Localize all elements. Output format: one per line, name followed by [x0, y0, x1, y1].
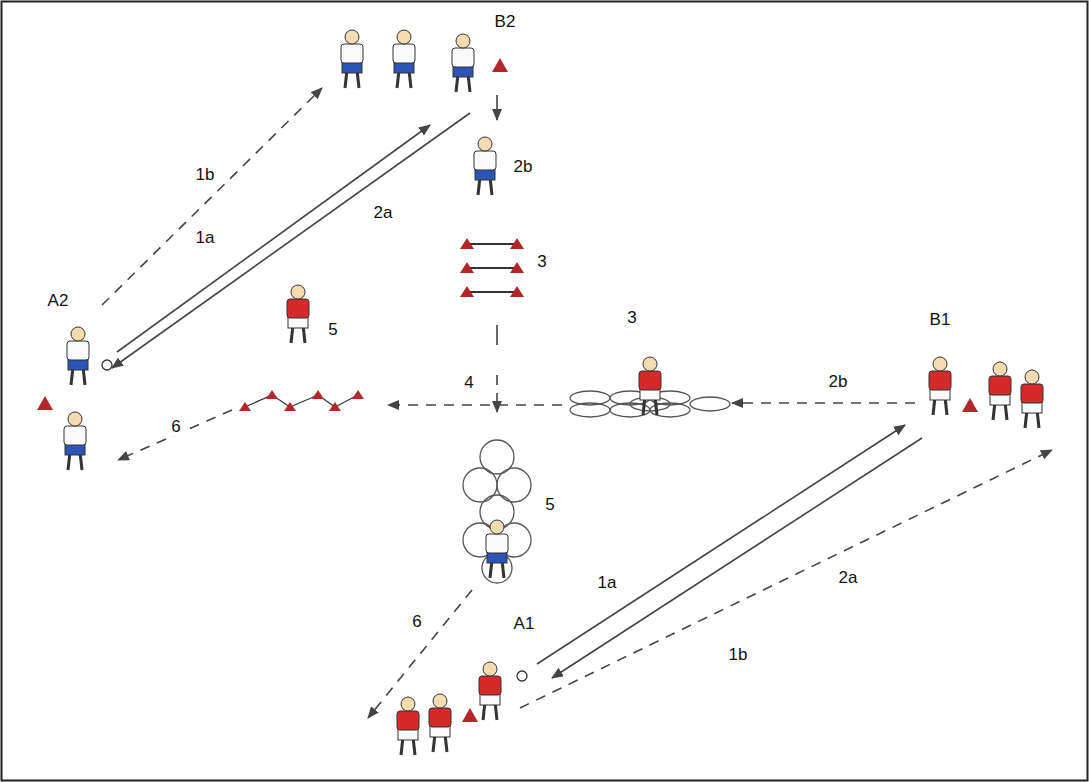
player-figure — [1021, 370, 1043, 428]
player-figure — [474, 137, 496, 195]
player-head — [933, 357, 947, 371]
callout-label: 2a — [372, 204, 395, 222]
player-shirt — [989, 376, 1011, 395]
player-figure — [479, 662, 501, 720]
player-shorts — [65, 444, 85, 455]
player-head — [643, 357, 657, 371]
player-head — [397, 30, 411, 44]
player-shirt — [639, 371, 661, 390]
player-figure — [989, 362, 1011, 420]
callout-label: B1 — [928, 311, 953, 329]
player-shirt — [452, 48, 474, 67]
player-shorts — [394, 62, 414, 73]
player-figure — [287, 285, 309, 343]
player-shorts — [480, 694, 500, 705]
hurdles — [460, 238, 524, 297]
player-shorts — [288, 317, 308, 328]
player-shirt — [929, 371, 951, 390]
player-figure — [393, 30, 415, 88]
callout-label: 1a — [194, 229, 217, 247]
player-shirt — [486, 534, 508, 553]
player-shirt — [397, 711, 419, 730]
player-shorts — [475, 169, 495, 180]
player-figure — [639, 357, 661, 415]
player-shorts — [990, 394, 1010, 405]
player-head — [456, 34, 470, 48]
players — [64, 30, 1043, 755]
callout-label: B2 — [493, 13, 518, 31]
player-head — [1025, 370, 1039, 384]
player-shirt — [67, 341, 89, 360]
player-shorts — [1022, 402, 1042, 413]
run-paths — [102, 88, 1052, 718]
slalom-cones — [239, 390, 364, 411]
player-shirt — [479, 676, 501, 695]
callout-label: 1a — [596, 574, 619, 592]
player-shirt — [287, 299, 309, 318]
callout-label: 1b — [194, 166, 217, 184]
callout-label: A2 — [46, 292, 71, 310]
player-shorts — [342, 62, 362, 73]
player-head — [345, 30, 359, 44]
player-figure — [397, 697, 419, 755]
callout-label: 2b — [827, 373, 850, 391]
player-shirt — [393, 44, 415, 63]
player-head — [401, 697, 415, 711]
player-shirt — [341, 44, 363, 63]
callout-label: 2b — [512, 158, 535, 176]
player-figure — [341, 30, 363, 88]
rings — [463, 440, 531, 583]
player-figure — [452, 34, 474, 92]
player-shorts — [453, 66, 473, 77]
callout-label: 6 — [169, 418, 182, 436]
callout-label: 5 — [543, 496, 556, 514]
player-shirt — [429, 708, 451, 727]
callout-label: A1 — [512, 615, 537, 633]
player-shorts — [640, 389, 660, 400]
player-shirt — [1021, 384, 1043, 403]
player-shorts — [398, 729, 418, 740]
callout-label: 5 — [326, 321, 339, 339]
player-figure — [486, 520, 508, 578]
player-shorts — [68, 359, 88, 370]
player-shorts — [430, 726, 450, 737]
player-head — [478, 137, 492, 151]
callout-label: 4 — [462, 374, 475, 392]
start-cones — [37, 58, 978, 722]
player-shorts — [487, 552, 507, 563]
callout-label: 3 — [625, 309, 638, 327]
player-figure — [64, 412, 86, 470]
callout-label: 1b — [727, 646, 750, 664]
player-figure — [67, 327, 89, 385]
callout-label: 6 — [410, 613, 423, 631]
player-figure — [929, 357, 951, 415]
player-shorts — [930, 389, 950, 400]
player-head — [490, 520, 504, 534]
callout-label: 3 — [535, 253, 548, 271]
balls — [102, 360, 527, 681]
player-head — [71, 327, 85, 341]
player-head — [993, 362, 1007, 376]
player-shirt — [64, 426, 86, 445]
callout-label: 2a — [837, 569, 860, 587]
player-head — [483, 662, 497, 676]
player-figure — [429, 694, 451, 752]
player-head — [291, 285, 305, 299]
player-head — [68, 412, 82, 426]
player-shirt — [474, 151, 496, 170]
player-head — [433, 694, 447, 708]
